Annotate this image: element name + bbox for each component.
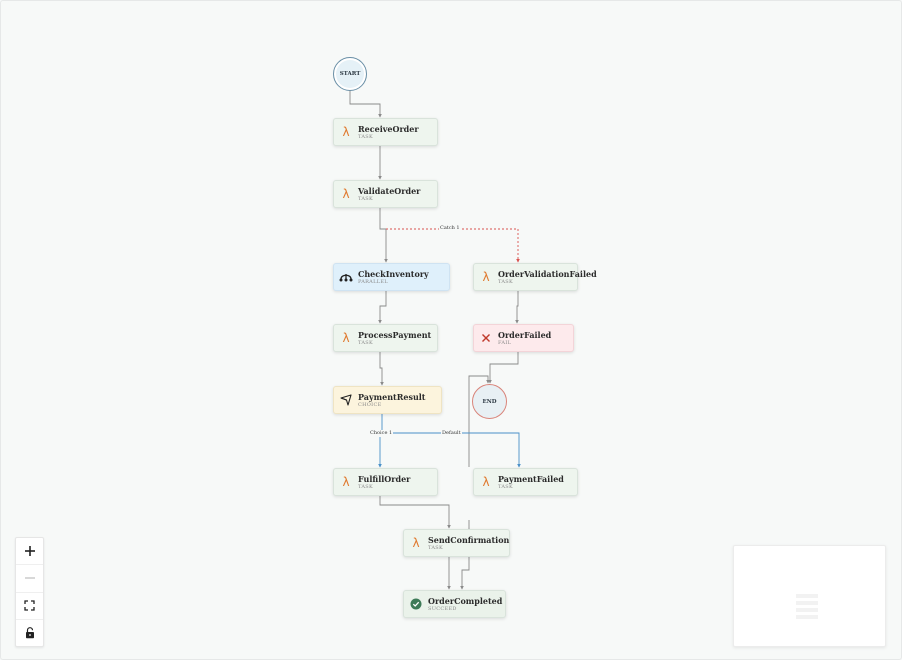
state-name: CheckInventory <box>358 268 429 279</box>
lock-button[interactable] <box>16 620 43 646</box>
state-order-failed[interactable]: OrderFailed FAIL <box>473 324 574 352</box>
state-name: ValidateOrder <box>358 185 421 196</box>
state-name: ProcessPayment <box>358 329 432 340</box>
state-type: TASK <box>358 195 374 202</box>
state-name: OrderCompleted <box>428 595 503 606</box>
edge-inventory-payment <box>378 290 387 324</box>
edge-paymentfailed-end <box>468 375 490 467</box>
lambda-icon: λ <box>342 125 350 139</box>
choice-signpost-icon <box>334 394 358 406</box>
x-icon <box>474 333 498 343</box>
lambda-icon: λ <box>342 331 350 345</box>
state-name: PaymentFailed <box>498 473 564 484</box>
state-payment-failed[interactable]: λ PaymentFailed TASK <box>473 468 578 496</box>
check-circle-icon <box>404 598 428 610</box>
state-name: OrderFailed <box>498 329 552 340</box>
state-name: PaymentResult <box>358 391 426 402</box>
end-node[interactable]: END <box>472 384 507 419</box>
edge-choice-fulfill <box>378 413 383 468</box>
fit-view-icon <box>24 600 35 611</box>
edge-validate-inventory <box>379 208 388 263</box>
plus-icon <box>24 546 35 557</box>
minus-icon <box>24 577 35 579</box>
state-payment-result[interactable]: PaymentResult CHOICE <box>333 386 442 414</box>
edge-fulfill-sendconfirmation <box>379 495 451 529</box>
state-fulfill-order[interactable]: λ FulfillOrder TASK <box>333 468 438 496</box>
state-validate-order[interactable]: λ ValidateOrder TASK <box>333 180 438 208</box>
state-type: TASK <box>358 339 374 346</box>
start-label: START <box>339 71 361 77</box>
edge-label-default: Default <box>441 430 462 437</box>
minimap[interactable] <box>733 545 886 647</box>
state-order-completed[interactable]: OrderCompleted SUCCEED <box>403 590 506 618</box>
zoom-in-button[interactable] <box>16 538 43 566</box>
parallel-branch-icon <box>334 272 358 282</box>
state-type: CHOICE <box>358 401 382 408</box>
end-label: END <box>482 398 497 405</box>
state-type: TASK <box>428 544 444 551</box>
state-order-validation-failed[interactable]: λ OrderValidationFailed TASK <box>473 263 597 291</box>
state-name: SendConfirmation <box>428 534 510 545</box>
lambda-icon: λ <box>342 475 350 489</box>
lock-icon <box>25 626 34 639</box>
start-node[interactable]: START <box>333 57 367 91</box>
lambda-icon: λ <box>342 187 350 201</box>
state-name: OrderValidationFailed <box>498 268 597 279</box>
zoom-out-button[interactable] <box>16 565 43 593</box>
lambda-icon: λ <box>412 536 420 550</box>
state-type: PARALLEL <box>358 278 388 285</box>
edge-default-paymentfailed <box>382 432 521 468</box>
edge-label-choice: Choice 1 <box>369 430 394 437</box>
edge-validationfailed-orderfailed <box>515 290 519 324</box>
lambda-icon: λ <box>482 475 490 489</box>
state-type: TASK <box>498 483 514 490</box>
state-type: TASK <box>358 483 374 490</box>
lambda-icon: λ <box>482 270 490 284</box>
state-type: TASK <box>498 278 514 285</box>
state-check-inventory[interactable]: CheckInventory PARALLEL <box>333 263 450 291</box>
edge-catch-validation-failed <box>386 228 520 263</box>
state-process-payment[interactable]: λ ProcessPayment TASK <box>333 324 438 352</box>
edge-label-catch: Catch 1 <box>439 225 461 232</box>
zoom-controls <box>15 537 44 647</box>
edge-orderfailed-end <box>488 351 519 384</box>
minimap-graph <box>796 594 818 619</box>
state-type: TASK <box>358 133 374 140</box>
state-receive-order[interactable]: λ ReceiveOrder TASK <box>333 118 438 146</box>
edge-payment-result <box>379 351 384 386</box>
state-type: FAIL <box>498 339 512 346</box>
state-name: FulfillOrder <box>358 473 411 484</box>
state-name: ReceiveOrder <box>358 123 419 134</box>
state-type: SUCCEED <box>428 605 457 612</box>
state-send-confirmation[interactable]: λ SendConfirmation TASK <box>403 529 510 557</box>
fit-view-button[interactable] <box>16 593 43 620</box>
edge-start-receive <box>349 90 382 118</box>
